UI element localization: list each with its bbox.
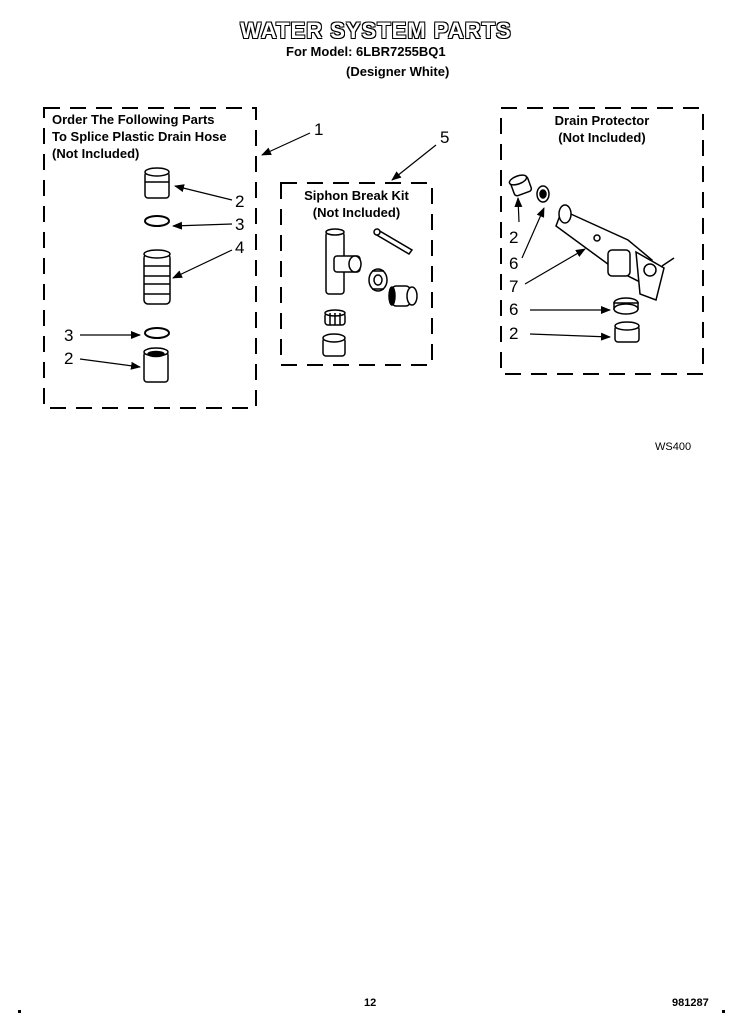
drain-ring-bottom-part <box>613 297 639 315</box>
callout-splice-cap-bottom: 2 <box>64 349 74 368</box>
splice-cap-bottom-part <box>143 347 169 383</box>
diagram-code: WS400 <box>655 441 692 453</box>
drain-panel-label: Drain Protector (Not Included) <box>501 112 703 146</box>
splice-cap-top-part <box>144 167 170 199</box>
callout-drain-cap-top: 2 <box>509 228 519 247</box>
callout-drain-ring-bottom: 6 <box>509 300 519 319</box>
drain-cap-top-part <box>508 174 533 197</box>
drain-label-line-2: (Not Included) <box>558 130 646 145</box>
leader-drain-ring-top <box>521 207 545 259</box>
leader-splice-cap-bottom <box>79 358 141 370</box>
siphon-rod-part <box>373 228 414 255</box>
callout-splice-connector: 4 <box>235 238 245 257</box>
leader-drain-body <box>524 248 586 285</box>
leader-splice-ring-top <box>172 221 233 230</box>
model-line: For Model: 6LBR7255BQ1 <box>286 44 446 59</box>
splice-panel-frame <box>43 107 257 409</box>
drain-body-part <box>555 204 675 301</box>
leader-drain-cap-top <box>514 197 523 223</box>
siphon-cap-bottom-part <box>322 333 346 357</box>
variant-line: (Designer White) <box>346 64 450 79</box>
splice-ring-top-part <box>144 215 170 227</box>
leader-siphon-panel <box>391 144 437 181</box>
siphon-cap-side-part <box>388 285 418 307</box>
splice-ring-bottom-part <box>144 327 170 339</box>
siphon-panel-label: Siphon Break Kit (Not Included) <box>281 187 432 221</box>
splice-panel-label: Order The Following Parts To Splice Plas… <box>52 111 227 162</box>
callout-splice-ring-bottom: 3 <box>64 326 74 345</box>
callout-drain-ring-top: 6 <box>509 254 519 273</box>
siphon-label-line-2: (Not Included) <box>312 205 401 220</box>
callout-drain-body: 7 <box>509 277 519 296</box>
drain-label-line-1: Drain Protector <box>554 113 650 128</box>
siphon-label-line-1: Siphon Break Kit <box>304 188 409 203</box>
drain-cap-bottom-part <box>614 321 640 343</box>
corner-mark-left <box>18 1010 21 1013</box>
siphon-panel-frame <box>280 182 433 366</box>
callout-splice-panel: 1 <box>314 120 324 139</box>
callout-drain-cap-bottom: 2 <box>509 324 519 343</box>
callout-splice-ring-top: 3 <box>235 215 245 234</box>
splice-label-line-1: Order The Following Parts <box>52 112 215 127</box>
splice-connector-part <box>143 249 171 305</box>
leader-splice-connector <box>172 249 233 279</box>
siphon-tee-part <box>325 228 362 295</box>
leader-splice-panel <box>261 132 311 156</box>
page-title: WATER SYSTEM PARTS <box>240 18 512 43</box>
leader-drain-cap-bottom <box>529 332 611 341</box>
corner-mark-right <box>722 1010 725 1013</box>
siphon-nut-part <box>368 268 388 292</box>
callout-siphon-panel: 5 <box>440 128 450 147</box>
drain-ring-top-part <box>536 185 550 203</box>
doc-number: 981287 <box>672 997 709 1009</box>
splice-label-line-3: (Not Included) <box>52 146 140 161</box>
page-number: 12 <box>364 997 377 1009</box>
splice-label-line-2: To Splice Plastic Drain Hose <box>52 129 227 144</box>
callout-splice-cap-top: 2 <box>235 192 245 211</box>
leader-splice-cap-top <box>174 184 233 201</box>
siphon-ring-part <box>324 309 346 326</box>
